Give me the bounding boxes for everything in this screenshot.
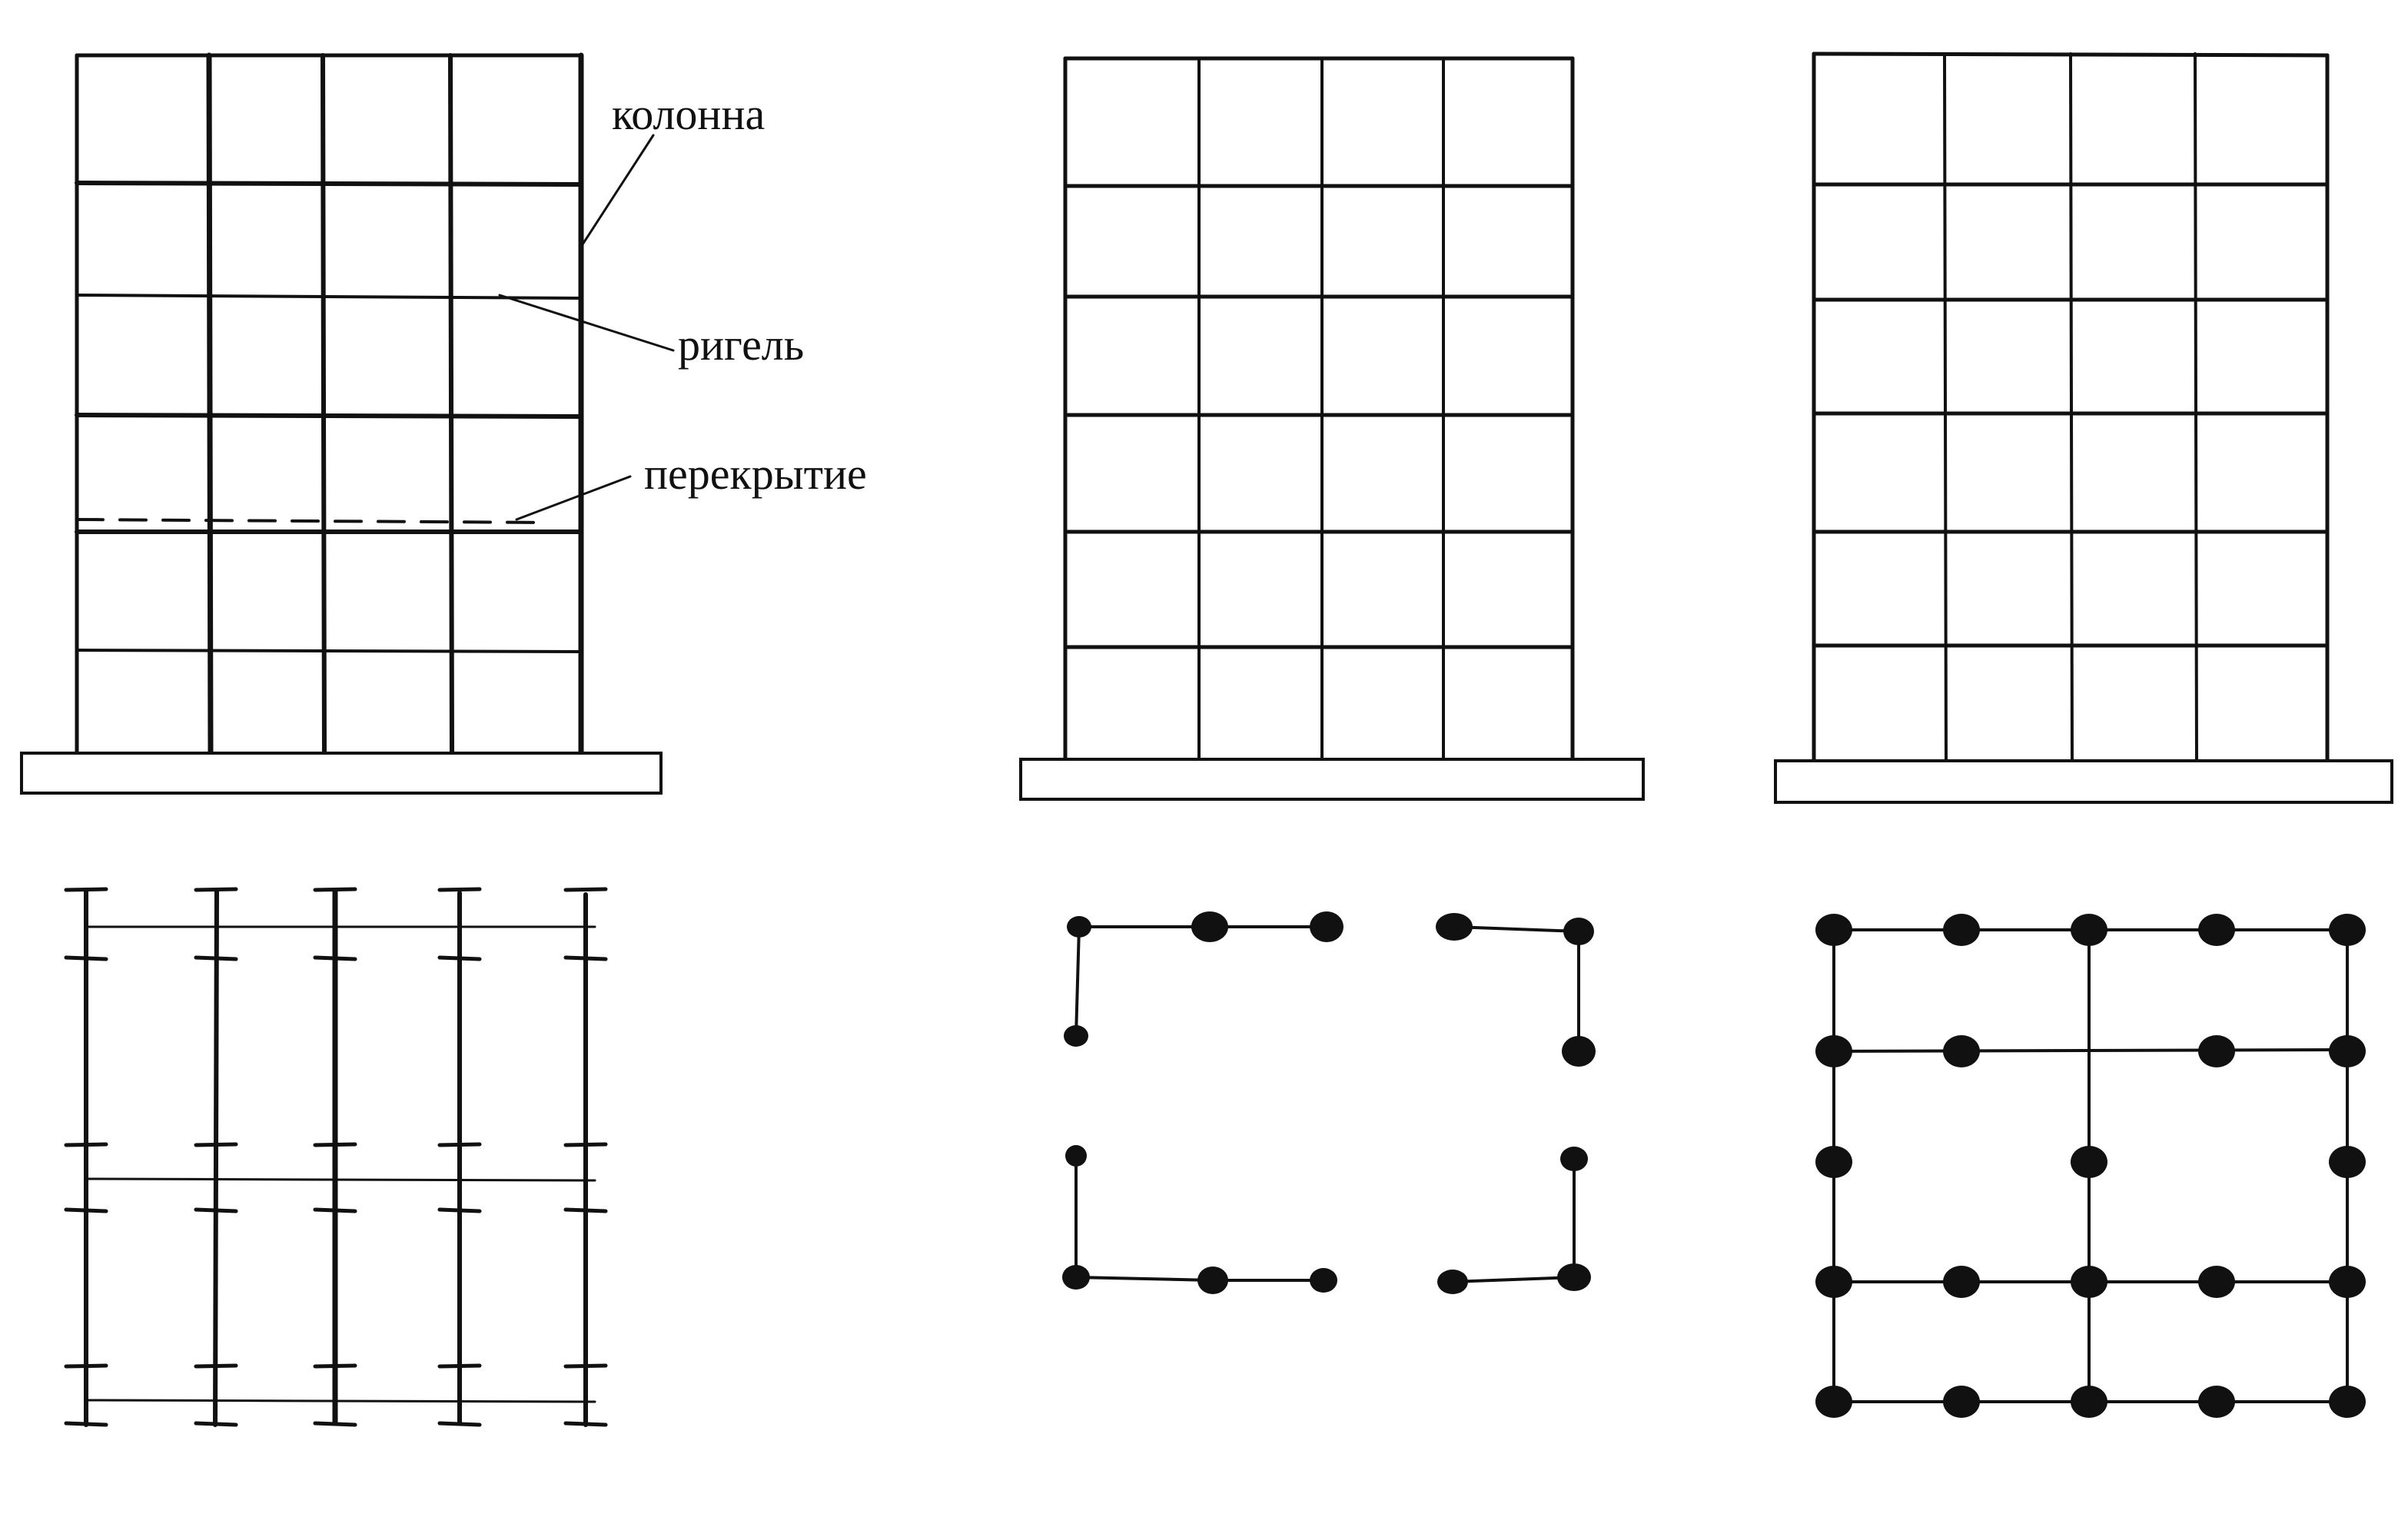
column-dot	[1815, 1386, 1852, 1418]
column-dot	[2329, 1266, 2366, 1298]
column-dot	[1436, 913, 1473, 941]
column-dot	[1815, 914, 1852, 946]
column-dot	[2329, 914, 2366, 946]
plan-column-top-left-leg	[1074, 925, 1081, 1037]
column-dot	[1191, 911, 1228, 942]
column-dot	[1065, 1145, 1087, 1167]
column-tick	[563, 955, 608, 961]
column-dot	[1310, 1268, 1337, 1293]
column-2	[206, 52, 214, 758]
elevation-frame-3	[1774, 51, 2393, 804]
column-tick	[64, 1207, 108, 1213]
column-dot	[1815, 1035, 1852, 1067]
column-tick	[313, 887, 357, 892]
column-tick	[194, 887, 238, 892]
column-tick	[563, 887, 608, 892]
column-dot	[2071, 1266, 2107, 1298]
plan-column-ticks	[64, 887, 608, 1427]
beam-5	[75, 649, 583, 653]
column-dot	[2198, 1386, 2235, 1418]
column-tick	[313, 955, 357, 961]
column-dot	[1943, 1266, 1980, 1298]
column-dot	[1067, 916, 1091, 938]
elevation-frame-2	[1019, 56, 1645, 801]
beam-2	[75, 294, 583, 300]
plan-frame-ticks	[64, 887, 608, 1427]
column-4	[2194, 52, 2198, 762]
column-tick	[64, 887, 108, 892]
column-3	[321, 53, 327, 757]
label-column: колонна	[612, 89, 765, 139]
column-tick	[437, 1421, 482, 1427]
column-dot	[2329, 1035, 2366, 1067]
column-dot	[2071, 914, 2107, 946]
column-dot	[1815, 1266, 1852, 1298]
leader-beam	[498, 294, 675, 352]
foundation	[20, 752, 663, 795]
plan-column-line-2	[213, 889, 219, 1427]
column-tick	[194, 1421, 238, 1427]
column-tick	[437, 1207, 482, 1213]
column-3	[2069, 52, 2074, 762]
column-tick	[437, 887, 482, 892]
column-dot	[1943, 1386, 1980, 1418]
column-2	[1943, 52, 1948, 762]
plan-beam-middle	[85, 1177, 596, 1182]
column-dot	[1815, 1146, 1852, 1178]
plan-frame-top-right	[1453, 925, 1580, 1053]
column-dot	[1560, 1147, 1588, 1171]
column-dot	[1064, 1025, 1088, 1047]
plan-grid-dots	[1815, 914, 2366, 1418]
column-dot	[1562, 1036, 1596, 1067]
label-slab: перекрытие	[644, 449, 867, 499]
column-dot	[1197, 1266, 1228, 1294]
column-dot	[2198, 1266, 2235, 1298]
column-tick	[313, 1142, 357, 1147]
column-tick	[64, 955, 108, 961]
column-dot	[1557, 1263, 1591, 1291]
column-tick	[64, 1421, 108, 1427]
column-tick	[194, 1207, 238, 1213]
foundation	[1774, 759, 2393, 804]
column-tick	[437, 955, 482, 961]
column-dot	[2329, 1146, 2366, 1178]
column-tick	[437, 1142, 482, 1147]
column-dot	[2071, 1146, 2107, 1178]
beam-1	[75, 181, 583, 187]
slab-dashed-line	[75, 518, 549, 524]
column-dot	[2198, 914, 2235, 946]
column-tick	[563, 1207, 608, 1213]
foundation	[1019, 758, 1645, 801]
column-dot	[1310, 911, 1343, 942]
plan-beam-bottom	[85, 1399, 596, 1403]
plan-frame-bottom-right	[1451, 1157, 1576, 1283]
plan-frame-bottom-left	[1074, 1154, 1325, 1282]
leader-column	[581, 134, 655, 246]
column-tick	[64, 1142, 108, 1147]
column-dot	[2198, 1035, 2235, 1067]
column-dot	[1943, 1035, 1980, 1067]
beam-3	[75, 413, 583, 419]
column-tick	[194, 1142, 238, 1147]
column-tick	[313, 1207, 357, 1213]
plan-corner-frames	[1062, 911, 1596, 1294]
column-dot	[2329, 1386, 2366, 1418]
label-beam: ригель	[678, 320, 804, 370]
plan-corner-column-dots	[1062, 911, 1596, 1294]
plan-grid-column-dots	[1815, 914, 2366, 1418]
column-dot	[1062, 1265, 1090, 1290]
column-dot	[2071, 1386, 2107, 1418]
column-tick	[563, 1142, 608, 1147]
column-dot	[1943, 914, 1980, 946]
column-tick	[313, 1421, 357, 1427]
leader-slab	[515, 475, 632, 521]
elevation-frame-annotated: колонна ригель перекрытие	[20, 52, 867, 795]
column-dot	[1563, 918, 1594, 945]
column-dot	[1437, 1270, 1468, 1294]
column-tick	[194, 955, 238, 961]
column-4	[448, 53, 454, 757]
column-tick	[563, 1421, 608, 1427]
